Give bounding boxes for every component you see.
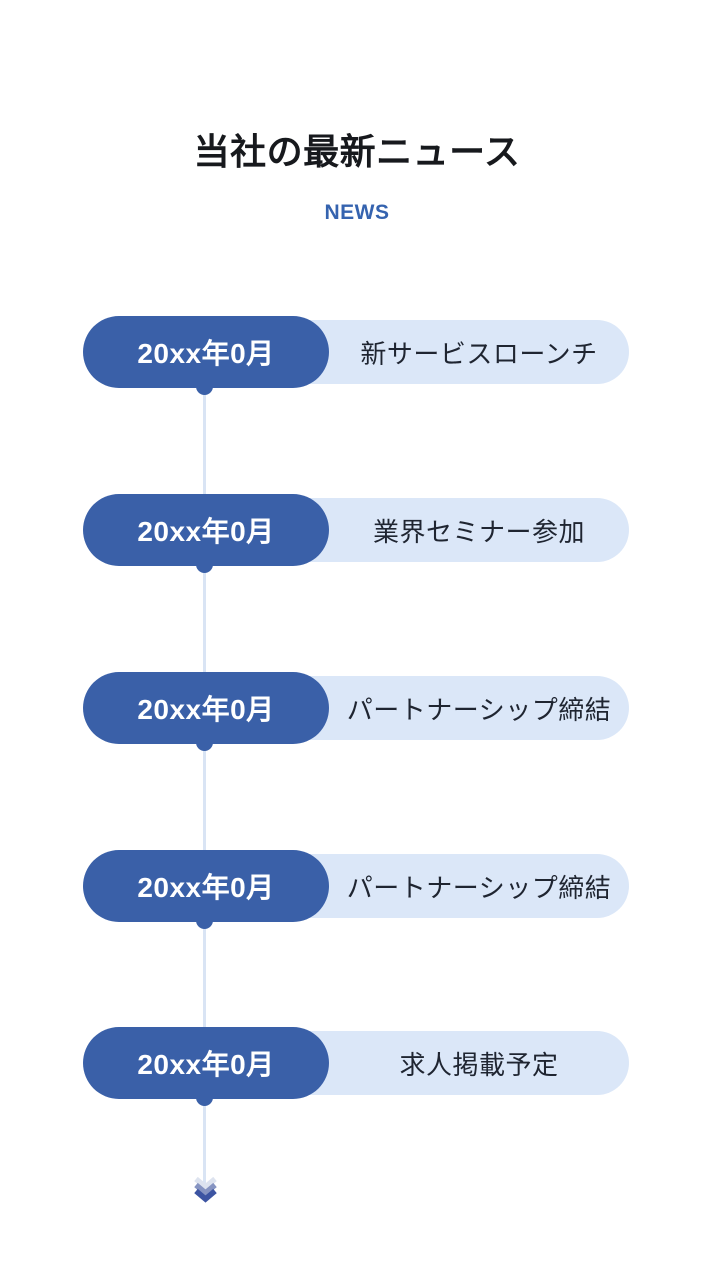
page-title: 当社の最新ニュース [193,131,521,172]
news-text: パートナーシップ締結 [346,694,612,725]
date-pill: 20xx年0月 [83,672,329,744]
date-label: 20xx年0月 [137,872,275,903]
date-pill: 20xx年0月 [83,316,329,388]
news-text: 求人掲載予定 [399,1049,559,1080]
timeline-item: 新サービスローンチ 20xx年0月 [83,316,629,395]
section-label-news: NEWS [324,201,390,224]
timeline-item: パートナーシップ締結 20xx年0月 [83,850,629,929]
date-pill: 20xx年0月 [83,494,329,566]
date-label: 20xx年0月 [137,338,275,369]
timeline-item: パートナーシップ締結 20xx年0月 [83,672,629,751]
timeline-connector-line [203,388,206,1186]
double-chevron-down-icon [194,1176,217,1203]
news-text: パートナーシップ締結 [346,872,612,903]
news-pill: 新サービスローンチ [101,320,629,384]
timeline-item: 求人掲載予定 20xx年0月 [83,1027,629,1106]
date-label: 20xx年0月 [137,516,275,547]
date-pill: 20xx年0月 [83,850,329,922]
news-text: 業界セミナー参加 [372,516,585,547]
date-pill: 20xx年0月 [83,1027,329,1099]
date-label: 20xx年0月 [137,1049,275,1080]
date-label: 20xx年0月 [137,694,275,725]
news-text: 新サービスローンチ [360,338,598,369]
timeline-item: 業界セミナー参加 20xx年0月 [83,494,629,573]
